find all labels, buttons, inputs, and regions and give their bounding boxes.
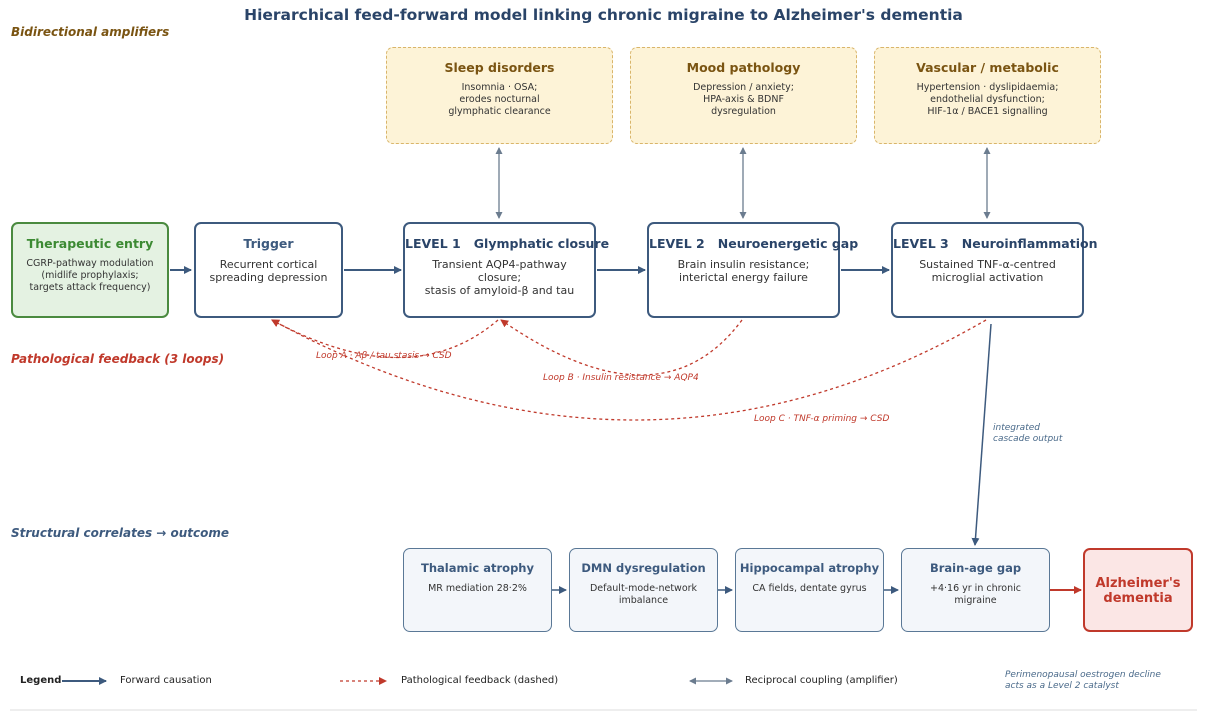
therapeutic-entry-box: Therapeutic entry CGRP-pathway modulatio…: [11, 222, 169, 318]
structural-hippocampal-atrophy: Hippocampal atrophy CA fields, dentate g…: [735, 548, 884, 632]
trigger-box: Trigger Recurrent cortical spreading dep…: [194, 222, 343, 318]
amplifier-vascular-metabolic: Vascular / metabolic Hypertension · dysl…: [874, 47, 1101, 144]
level3-text: Sustained TNF-α-centred microglial activ…: [919, 258, 1056, 284]
loop-c-label: Loop C · TNF-α priming → CSD: [754, 414, 890, 424]
therapeutic-text: CGRP-pathway modulation (midlife prophyl…: [26, 258, 154, 293]
loop-a-curve: [271, 319, 499, 359]
therapeutic-heading: Therapeutic entry: [26, 236, 154, 251]
level3-box: LEVEL 3 Neuroinflammation Sustained TNF-…: [891, 222, 1098, 318]
structural-thalamic-atrophy: Thalamic atrophy MR mediation 28·2%: [403, 548, 552, 632]
structural-heading: Thalamic atrophy: [421, 561, 534, 575]
level1-text: Transient AQP4-pathway closure; stasis o…: [424, 258, 575, 297]
outcome-alzheimers-box: Alzheimer's dementia: [1083, 548, 1193, 632]
legend-title: Legend: [20, 675, 62, 686]
structural-heading: Hippocampal atrophy: [739, 561, 880, 575]
loop-b-curve: [500, 319, 743, 376]
structural-text: Default-mode-network imbalance: [589, 583, 698, 606]
structural-text: MR mediation 28·2%: [428, 583, 527, 594]
amplifier-heading: Sleep disorders: [444, 60, 555, 75]
loop-c-curve: [271, 319, 987, 421]
level3-heading: LEVEL 3 Neuroinflammation: [893, 236, 1098, 251]
legend-forward-label: Forward causation: [120, 675, 212, 686]
trigger-text: Recurrent cortical spreading depression: [209, 258, 328, 284]
level1-heading: LEVEL 1 Glymphatic closure: [405, 236, 610, 251]
amplifier-heading: Mood pathology: [686, 60, 801, 75]
amplifier-text: Depression / anxiety; HPA-axis & BDNF dy…: [693, 82, 794, 117]
diagram-title: Hierarchical feed-forward model linking …: [244, 6, 963, 24]
amplifier-sleep-disorders: Sleep disorders Insomnia · OSA; erodes n…: [386, 47, 613, 144]
loop-a-label: Loop A · Aβ / tau stasis → CSD: [316, 351, 452, 361]
cascade-output-note: integrated cascade output: [993, 423, 1063, 444]
structural-brain-age-gap: Brain-age gap +4·16 yr in chronic migrai…: [901, 548, 1050, 632]
amplifier-heading: Vascular / metabolic: [916, 60, 1059, 75]
legend-feedback-label: Pathological feedback (dashed): [401, 675, 559, 686]
legend-reciprocal-label: Reciprocal coupling (amplifier): [745, 675, 898, 686]
structural-heading: DMN dysregulation: [581, 561, 706, 575]
arrow-cascade-output: [971, 323, 992, 546]
level2-box: LEVEL 2 Neuroenergetic gap Brain insulin…: [647, 222, 859, 318]
section-label-feedback: Pathological feedback (3 loops): [11, 352, 225, 366]
structural-text: CA fields, dentate gyrus: [752, 583, 867, 594]
level2-heading: LEVEL 2 Neuroenergetic gap: [649, 236, 859, 251]
section-label-structural: Structural correlates → outcome: [11, 526, 230, 540]
section-label-amplifiers: Bidirectional amplifiers: [11, 25, 170, 39]
outcome-label: Alzheimer's dementia: [1095, 576, 1181, 606]
legend-oestrogen-note: Perimenopausal oestrogen decline acts as…: [1005, 670, 1161, 691]
structural-heading: Brain-age gap: [929, 561, 1022, 575]
loop-b-label: Loop B · Insulin resistance → AQP4: [543, 373, 699, 383]
amplifier-text: Hypertension · dyslipidaemia; endothelia…: [916, 82, 1059, 117]
amplifier-mood-pathology: Mood pathology Depression / anxiety; HPA…: [630, 47, 857, 144]
level1-box: LEVEL 1 Glymphatic closure Transient AQP…: [403, 222, 610, 318]
amplifier-text: Insomnia · OSA; erodes nocturnal glympha…: [448, 82, 551, 117]
structural-dmn-dysregulation: DMN dysregulation Default-mode-network i…: [569, 548, 718, 632]
structural-text: +4·16 yr in chronic migraine: [930, 583, 1021, 606]
level2-text: Brain insulin resistance; interictal ene…: [677, 258, 810, 284]
trigger-heading: Trigger: [243, 236, 294, 251]
